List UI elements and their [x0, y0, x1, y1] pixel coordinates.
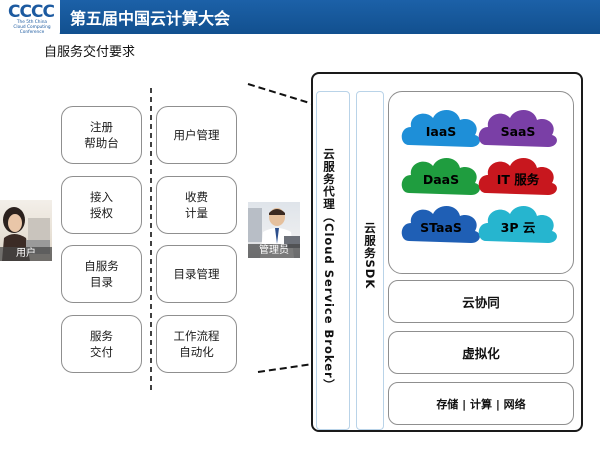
cell-service-delivery: 服务 交付: [61, 315, 142, 373]
lower-connector-line: [257, 363, 314, 373]
svg-text:IaaS: IaaS: [426, 124, 457, 139]
daas-cloud: DaaS: [401, 157, 480, 195]
iaas-cloud: IaaS: [401, 109, 480, 147]
svg-text:DaaS: DaaS: [423, 172, 459, 187]
storage-compute-network-layer: 存储 | 计算 | 网络: [388, 382, 574, 425]
cloud-service-broker-bar: [316, 91, 350, 430]
virtualization-layer: 虚拟化: [388, 331, 574, 374]
svg-text:SaaS: SaaS: [501, 124, 536, 139]
cell-access-authorize: 接入 授权: [61, 176, 142, 234]
it-service-cloud: IT 服务: [478, 157, 557, 195]
admin-label: 管理员: [248, 244, 300, 258]
svg-text:CCCC: CCCC: [8, 2, 54, 21]
conference-logo: CCCC The 5th China Cloud Computing Confe…: [0, 0, 60, 38]
user-photo: 用户: [0, 200, 52, 261]
cell-self-service-catalog: 自服务 目录: [61, 245, 142, 303]
page-title: 第五届中国云计算大会: [70, 9, 231, 28]
cell-register-helpdesk: 注册 帮助台: [61, 106, 142, 164]
cell-workflow-automation: 工作流程 自动化: [156, 315, 237, 373]
header-bar: [0, 0, 600, 34]
svg-text:3P 云: 3P 云: [501, 220, 536, 235]
cloud-coordination-layer: 云协同: [388, 280, 574, 323]
cccc-logo-icon: CCCC: [8, 2, 55, 21]
svg-text:STaaS: STaaS: [420, 220, 462, 235]
upper-connector-line: [247, 83, 314, 105]
logo-caption: The 5th China Cloud Computing Conference: [13, 20, 51, 35]
slide-subtitle: 自服务交付要求: [44, 45, 136, 60]
user-label: 用户: [0, 247, 52, 261]
staas-cloud: STaaS: [401, 205, 480, 243]
cell-user-management: 用户管理: [156, 106, 237, 164]
cloud-services-group: IaaS SaaS DaaS IT 服务 STaaS 3P 云: [401, 109, 557, 243]
third-party-cloud: 3P 云: [478, 205, 557, 243]
cloud-service-broker-label: 云服务代理（Cloud Service Broker）: [322, 148, 336, 392]
svg-text:IT 服务: IT 服务: [497, 172, 540, 187]
cloud-service-sdk-label: 云服务SDK: [363, 222, 377, 290]
saas-cloud: SaaS: [478, 109, 557, 147]
cell-catalog-management: 目录管理: [156, 245, 237, 303]
cell-billing-metering: 收费 计量: [156, 176, 237, 234]
admin-photo: 管理员: [248, 202, 300, 258]
cloud-service-sdk-bar: [356, 91, 384, 430]
